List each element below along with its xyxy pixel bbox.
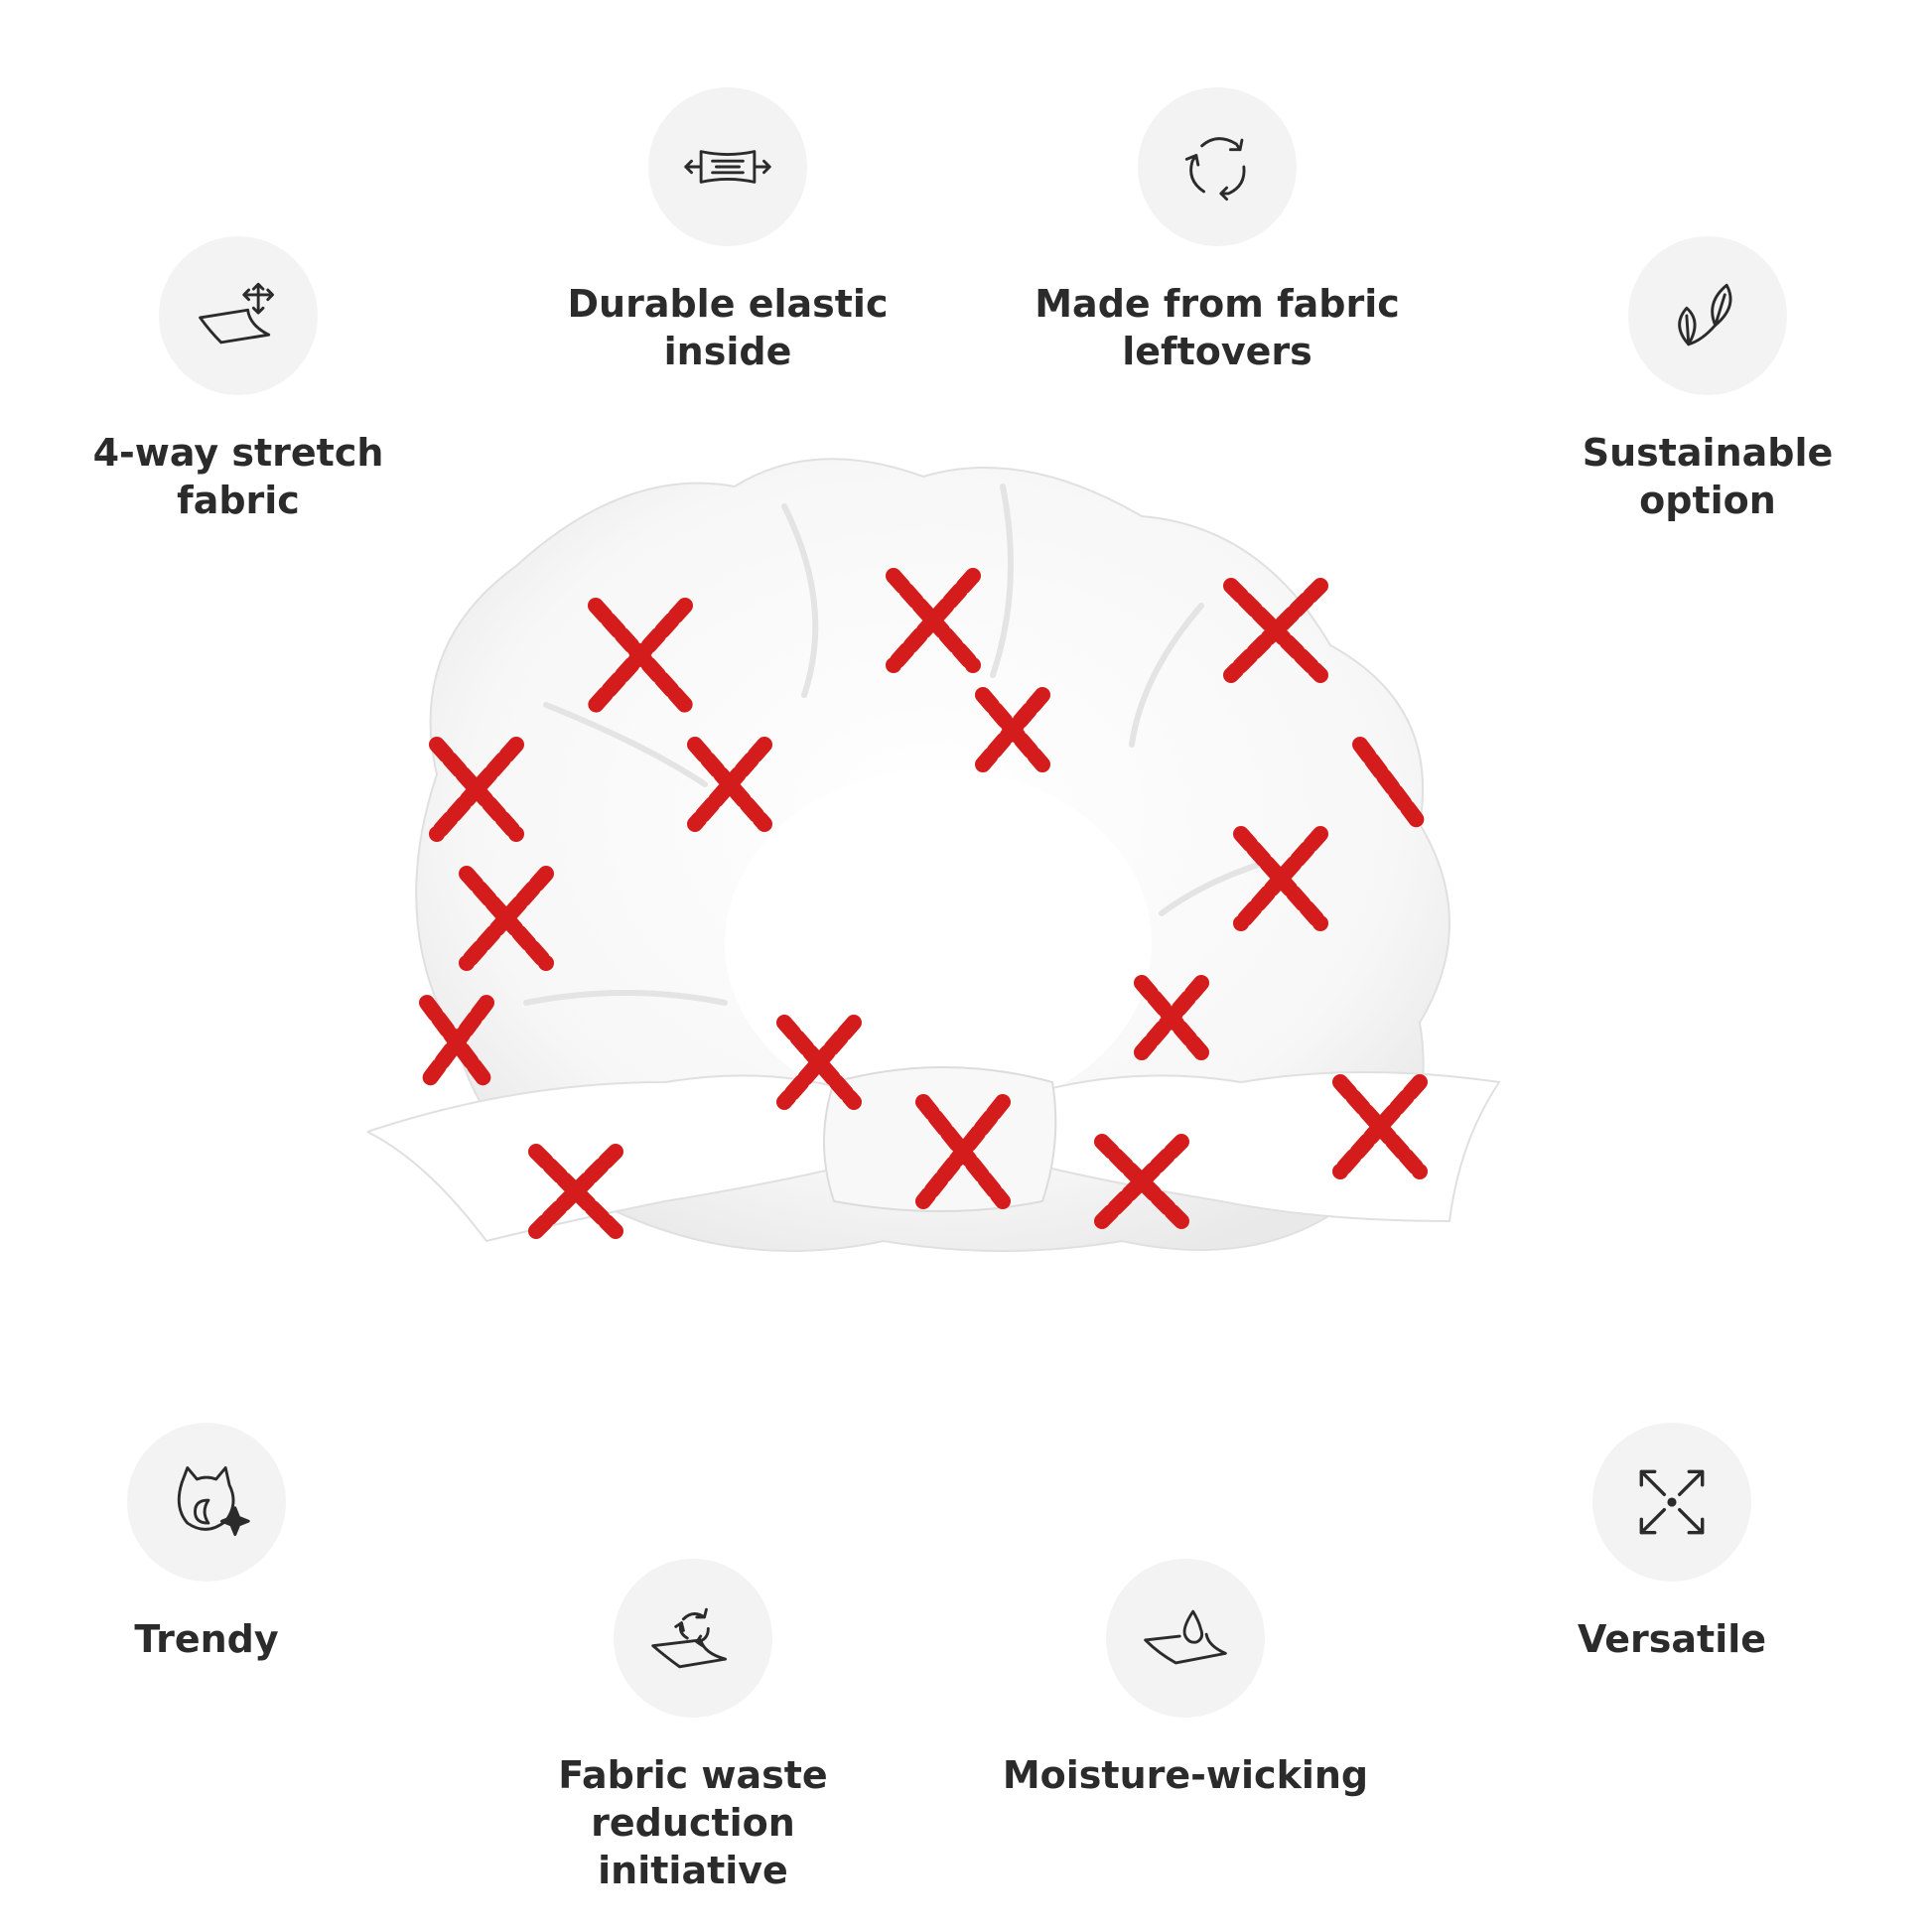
feature-versatile-line1: Versatile (1577, 1617, 1767, 1661)
feature-moisture: Moisture-wicking (977, 1559, 1394, 1799)
feature-trendy-line1: Trendy (134, 1617, 279, 1661)
feature-sustain: Sustainable option (1499, 236, 1916, 524)
feature-leftovers: Made from fabric leftovers (1009, 87, 1426, 375)
water-drop-icon (1106, 1559, 1265, 1718)
feature-stretch-line2: fabric (177, 479, 300, 522)
scrunchie-image (367, 458, 1501, 1252)
elastic-icon (648, 87, 807, 246)
recycle-icon (1138, 87, 1297, 246)
feature-waste: Fabric waste reduction initiative (484, 1559, 901, 1894)
feature-trendy: Trendy (0, 1423, 415, 1663)
feature-stretch-line1: 4-way stretch (92, 431, 384, 475)
feature-waste-line2: initiative (598, 1849, 788, 1892)
feature-elastic-line1: Durable elastic (567, 282, 889, 326)
feature-sustain-line2: option (1639, 479, 1776, 522)
fabric-recycle-icon (614, 1559, 772, 1718)
cat-sparkle-icon (127, 1423, 286, 1582)
leaves-icon (1628, 236, 1787, 395)
feature-sustain-line1: Sustainable (1582, 431, 1834, 475)
feature-moisture-line1: Moisture-wicking (1002, 1753, 1369, 1797)
feature-elastic-line2: inside (663, 330, 792, 373)
feature-elastic: Durable elastic inside (519, 87, 936, 375)
feature-stretch: 4-way stretch fabric (30, 236, 447, 524)
feature-leftovers-line1: Made from fabric (1035, 282, 1400, 326)
feature-leftovers-line2: leftovers (1122, 330, 1312, 373)
feature-waste-line1: Fabric waste reduction (558, 1753, 828, 1845)
expand-arrows-icon (1592, 1423, 1751, 1582)
stretch-fabric-icon (159, 236, 318, 395)
feature-versatile: Versatile (1463, 1423, 1880, 1663)
